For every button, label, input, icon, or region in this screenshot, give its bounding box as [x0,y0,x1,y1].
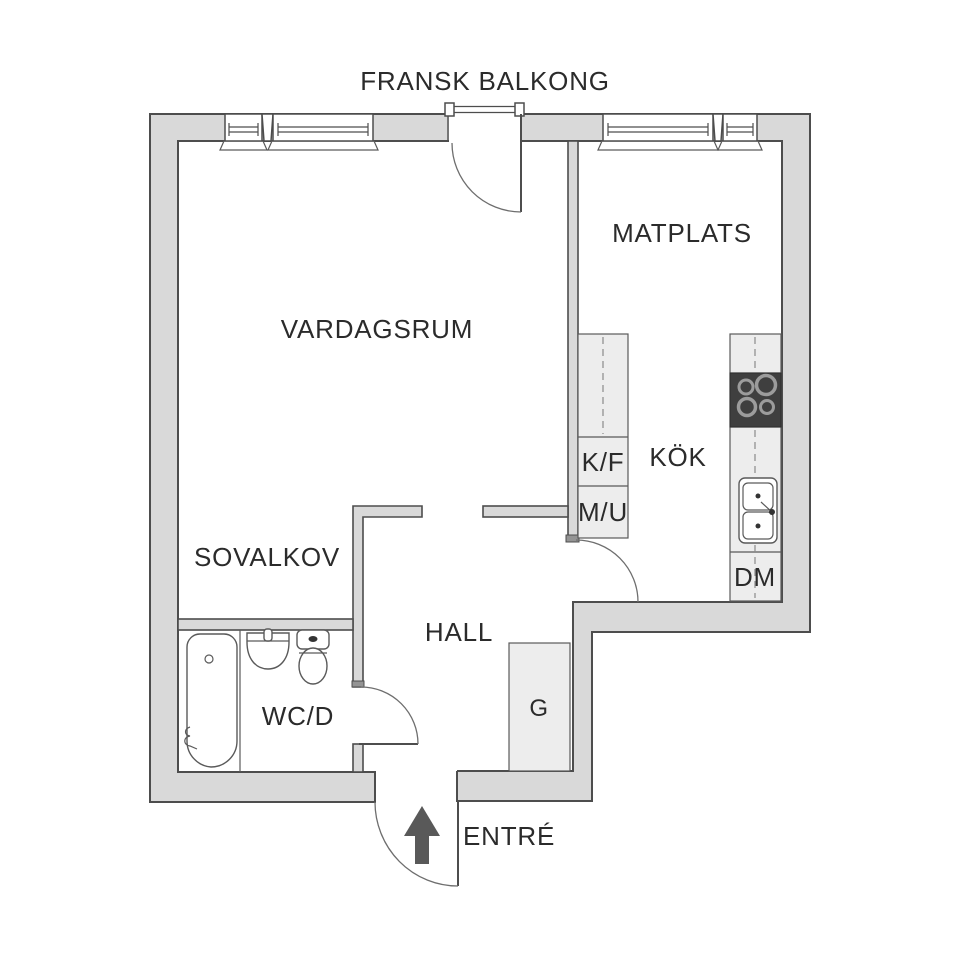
door-swing [360,686,419,745]
entry-arrow [404,806,440,864]
wall-hall-west [352,505,423,688]
kitchen-sink [738,477,778,544]
entry-door [374,801,459,887]
wall-endcap-kitchen [565,534,580,543]
window-glazing [726,123,754,136]
label-dm: DM [734,562,776,592]
window-glazing [277,123,369,136]
label-sovalkov: SOVALKOV [194,542,340,572]
door-opening [449,112,520,143]
window-mullion [261,113,274,142]
label-vardagsrum: VARDAGSRUM [281,314,473,344]
wall-wc-stub [352,743,364,773]
sink-faucet [263,628,273,642]
label-entre: ENTRÉ [463,821,555,851]
closet-g [508,642,571,772]
toilet-button [308,636,318,642]
counter-dividers [578,436,628,487]
balcony-rail-post [444,102,455,117]
sink-basin [742,511,774,540]
label-kf: K/F [582,447,625,477]
kitchen-door-swing [575,539,639,603]
window-sill [267,140,379,151]
interior-walls [177,140,580,773]
arrow-shaft [415,836,429,864]
label-g: G [529,695,548,722]
label-kok: KÖK [649,442,706,472]
bathtub-drain [204,654,214,664]
label-fransk-balkong: FRANSK BALKONG [360,66,610,96]
window-glazing [607,123,709,136]
burner [736,396,758,418]
bathtub [184,633,238,768]
sink-bowl [246,632,290,670]
wall-right [782,114,810,632]
arrow-head [404,806,440,836]
wc-door [359,686,419,745]
wall-bottom-left [150,772,375,802]
sink-drain [755,493,761,499]
burner [759,399,775,415]
windows [219,113,763,151]
wall-endcap-wc [351,680,365,688]
toilet [296,629,330,685]
sink-basin [742,482,774,511]
outer-outline [149,113,811,803]
toilet-bowl [298,647,328,685]
door-swing [451,142,522,213]
inner-outline [177,140,783,773]
wall-living-hall [482,505,569,518]
wall-hall-east [573,602,592,801]
balcony-rail-post [514,102,525,117]
window-glazing [228,123,259,136]
wall-hall-south [457,771,592,801]
window-sill [219,140,268,151]
window-sill [597,140,719,151]
wall-kitchen-south [573,602,810,632]
kitchen-counter-right [729,333,782,602]
bathroom [184,628,330,772]
outer-walls [150,114,810,802]
label-wcd: WC/D [262,701,335,731]
window-mullion [712,113,724,142]
wall-left [150,114,178,802]
wall-alcove-south [177,618,354,631]
sink-faucet-knob [769,509,775,515]
sink-drain [755,523,761,529]
label-hall: HALL [425,617,493,647]
balcony-rail [454,105,515,114]
room-labels: FRANSK BALKONG VARDAGSRUM MATPLATS KÖK K… [194,66,776,851]
wall-living-dining [567,140,579,540]
window-sill [717,140,763,151]
balcony-door [444,102,525,213]
stove [729,372,782,428]
bathroom-sink [246,628,290,670]
label-mu: M/U [578,497,628,527]
bathtub-outline [186,633,238,768]
bathtub-faucet [184,726,198,750]
kitchen-counter-left [577,333,629,539]
burner [737,378,755,396]
label-matplats: MATPLATS [612,218,752,248]
burner [754,373,778,397]
door-swing [374,801,459,887]
